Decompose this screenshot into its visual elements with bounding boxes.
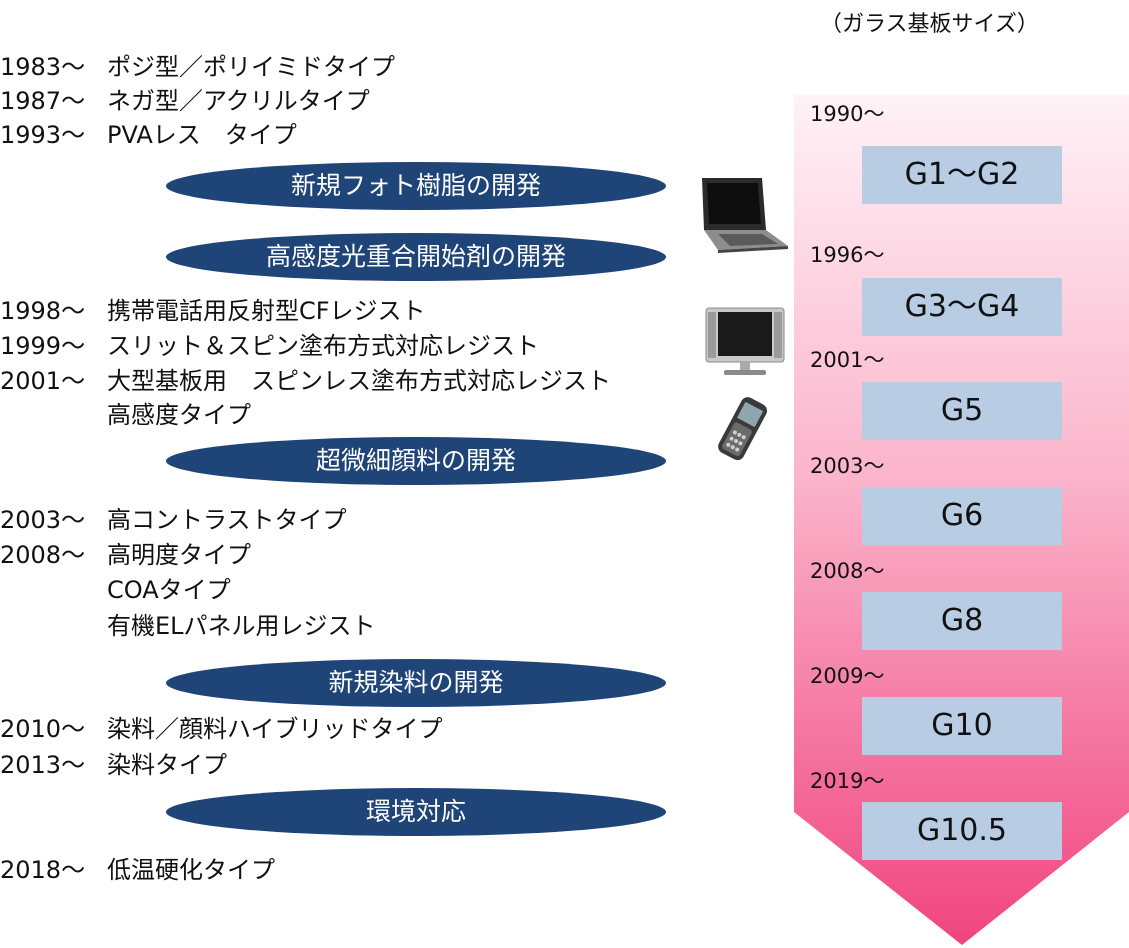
timeline-text: 携帯電話用反射型CFレジスト xyxy=(107,297,426,325)
milestone-photoinitiator: 高感度光重合開始剤の開発 xyxy=(166,233,666,281)
timeline-year: 2010～ xyxy=(0,715,86,743)
timeline-year: 1999～ xyxy=(0,332,86,360)
glass-size-g6: G6 xyxy=(862,487,1062,545)
glass-size-g8: G8 xyxy=(862,592,1062,650)
laptop-icon xyxy=(702,178,788,253)
timeline-text: 高コントラストタイプ xyxy=(107,506,347,534)
timeline-text: 高明度タイプ xyxy=(107,541,251,569)
timeline-year: 1998～ xyxy=(0,297,86,325)
timeline-text: 染料／顔料ハイブリッドタイプ xyxy=(107,715,443,743)
timeline-text: 有機ELパネル用レジスト xyxy=(107,612,376,640)
timeline-text: ポジ型／ポリイミドタイプ xyxy=(107,53,395,81)
timeline-year: 1993～ xyxy=(0,121,86,149)
timeline-year: 1983～ xyxy=(0,53,86,81)
milestone-photo-resin: 新規フォト樹脂の開発 xyxy=(166,162,666,210)
glass-year-1990: 1990～ xyxy=(810,102,885,126)
milestone-new-dye: 新規染料の開発 xyxy=(166,659,666,707)
glass-year-2008: 2008～ xyxy=(810,559,885,583)
timeline-text: COAタイプ xyxy=(107,576,231,604)
milestone-environment: 環境対応 xyxy=(166,788,666,836)
timeline-year: 2001～ xyxy=(0,367,86,395)
timeline-text: スリット＆スピン塗布方式対応レジスト xyxy=(107,332,539,360)
timeline-text: 染料タイプ xyxy=(107,751,227,779)
timeline-year: 2008～ xyxy=(0,541,86,569)
glass-year-2001: 2001～ xyxy=(810,348,885,372)
glass-size-g10-5: G10.5 xyxy=(862,802,1062,860)
glass-year-2003: 2003～ xyxy=(810,454,885,478)
milestone-fine-pigment: 超微細顔料の開発 xyxy=(166,437,666,485)
timeline-text: 低温硬化タイプ xyxy=(107,856,275,884)
glass-size-g1-g2: G1～G2 xyxy=(862,146,1062,204)
glass-year-2009: 2009～ xyxy=(810,664,885,688)
glass-year-2019: 2019～ xyxy=(810,769,885,793)
timeline-year: 2013～ xyxy=(0,751,86,779)
glass-size-g3-g4: G3～G4 xyxy=(862,278,1062,336)
mobile-phone-icon xyxy=(718,397,768,461)
timeline-year: 2003～ xyxy=(0,506,86,534)
glass-size-g10: G10 xyxy=(862,697,1062,755)
timeline-year: 1987～ xyxy=(0,87,86,115)
timeline-text: 高感度タイプ xyxy=(107,401,251,429)
glass-year-1996: 1996～ xyxy=(810,243,885,267)
glass-size-title: （ガラス基板サイズ） xyxy=(820,12,1039,37)
timeline-text: PVAレス タイプ xyxy=(107,121,297,149)
timeline-year: 2018～ xyxy=(0,856,86,884)
monitor-icon xyxy=(705,307,785,375)
timeline-text: ネガ型／アクリルタイプ xyxy=(107,87,370,115)
timeline-text: 大型基板用 スピンレス塗布方式対応レジスト xyxy=(107,367,611,395)
glass-size-g5: G5 xyxy=(862,382,1062,440)
